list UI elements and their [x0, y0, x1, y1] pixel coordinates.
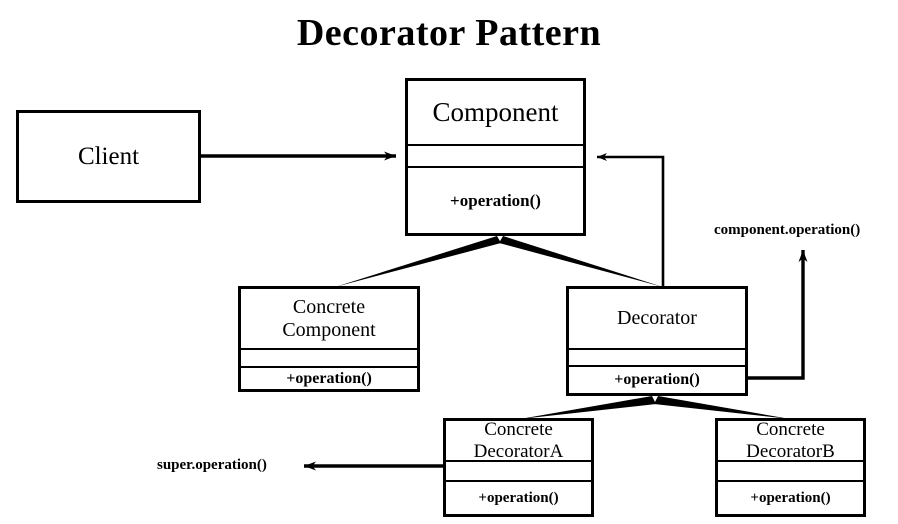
class-operations-concrete-decorator-b: +operation()	[718, 480, 863, 514]
edge-concrete-component-generalization	[335, 236, 501, 287]
edge-decorator-generalization	[499, 236, 663, 287]
class-name-decorator: Decorator	[617, 307, 697, 330]
class-name-concrete-component: Concrete Component	[241, 289, 417, 348]
class-attributes-decorator	[569, 348, 745, 365]
class-box-concrete-decorator-b[interactable]: Concrete DecoratorB +operation()	[715, 418, 866, 517]
note-super-operation-call: super.operation()	[157, 457, 267, 473]
class-name-line-1: Concrete	[756, 419, 825, 441]
class-name-line-1: Concrete	[292, 296, 366, 319]
class-operations-concrete-component: +operation()	[241, 366, 417, 389]
class-box-client[interactable]: Client	[16, 110, 201, 203]
class-name-line-2: DecoratorA	[473, 440, 564, 462]
class-name-component: Component	[432, 97, 559, 128]
class-attributes-concrete-decorator-a	[446, 460, 591, 480]
class-attributes-concrete-component	[241, 348, 417, 366]
class-operations-decorator: +operation()	[569, 365, 745, 393]
class-operations-component: +operation()	[408, 166, 583, 233]
edge-decorator-b-generalization	[654, 396, 790, 419]
class-name-client: Client	[77, 142, 140, 170]
class-name-concrete-decorator-b: Concrete DecoratorB	[718, 419, 863, 462]
class-box-concrete-component[interactable]: Concrete Component +operation()	[238, 286, 420, 392]
class-attributes-component	[408, 144, 583, 166]
class-operations-concrete-decorator-a: +operation()	[446, 480, 591, 514]
class-name-line-2: Component	[282, 318, 376, 341]
class-attributes-concrete-decorator-b	[718, 460, 863, 480]
class-box-concrete-decorator-a[interactable]: Concrete DecoratorA +operation()	[443, 418, 594, 517]
note-component-operation-call: component.operation()	[714, 222, 861, 238]
class-box-decorator[interactable]: Decorator +operation()	[566, 286, 748, 396]
class-name-line-1: Concrete	[484, 419, 553, 441]
edge-decorator-a-generalization	[520, 396, 656, 419]
class-name-line-2: DecoratorB	[746, 440, 835, 462]
page-title: Decorator Pattern	[296, 12, 602, 54]
class-box-component[interactable]: Component +operation()	[405, 78, 586, 236]
class-name-concrete-decorator-a: Concrete DecoratorA	[446, 419, 591, 462]
